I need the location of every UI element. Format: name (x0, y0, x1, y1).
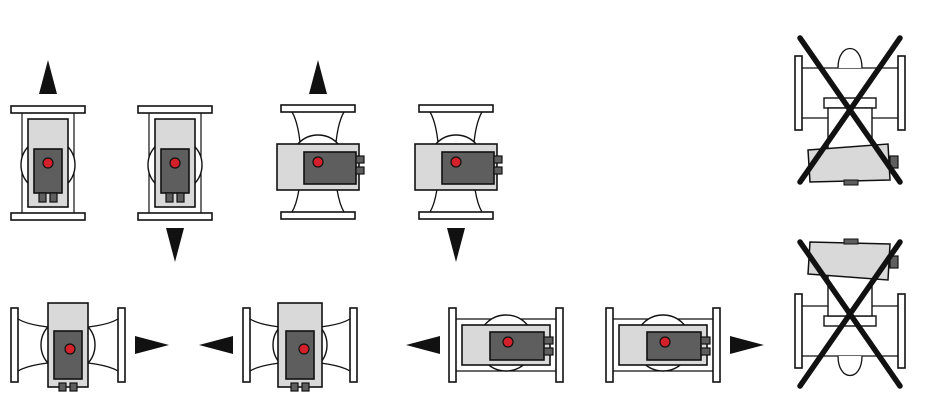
pump-figure-b5-not-allowed (795, 239, 905, 386)
flow-arrow-up-t3-icon (309, 60, 327, 94)
flow-arrow-right-b4-icon (730, 336, 764, 354)
pump-figure-t1 (10, 105, 86, 221)
flow-arrow-up-t1-icon (39, 60, 57, 94)
pump-figure-b1 (10, 302, 126, 392)
pump-figure-b4 (605, 307, 721, 383)
pump-figure-b2 (242, 302, 358, 392)
flow-arrow-down-t4-icon (447, 228, 465, 262)
pump-figure-t5-not-allowed (795, 38, 905, 185)
pump-figure-t2 (137, 105, 213, 221)
pump-figure-t4 (414, 104, 503, 220)
pump-figure-b3 (448, 307, 564, 383)
flow-arrow-right-b1-icon (135, 336, 169, 354)
flow-arrow-left-b3-icon (406, 336, 440, 354)
flow-arrow-left-b2-icon (199, 336, 233, 354)
flow-arrow-down-t2-icon (166, 228, 184, 262)
pump-figure-t3 (276, 104, 365, 220)
